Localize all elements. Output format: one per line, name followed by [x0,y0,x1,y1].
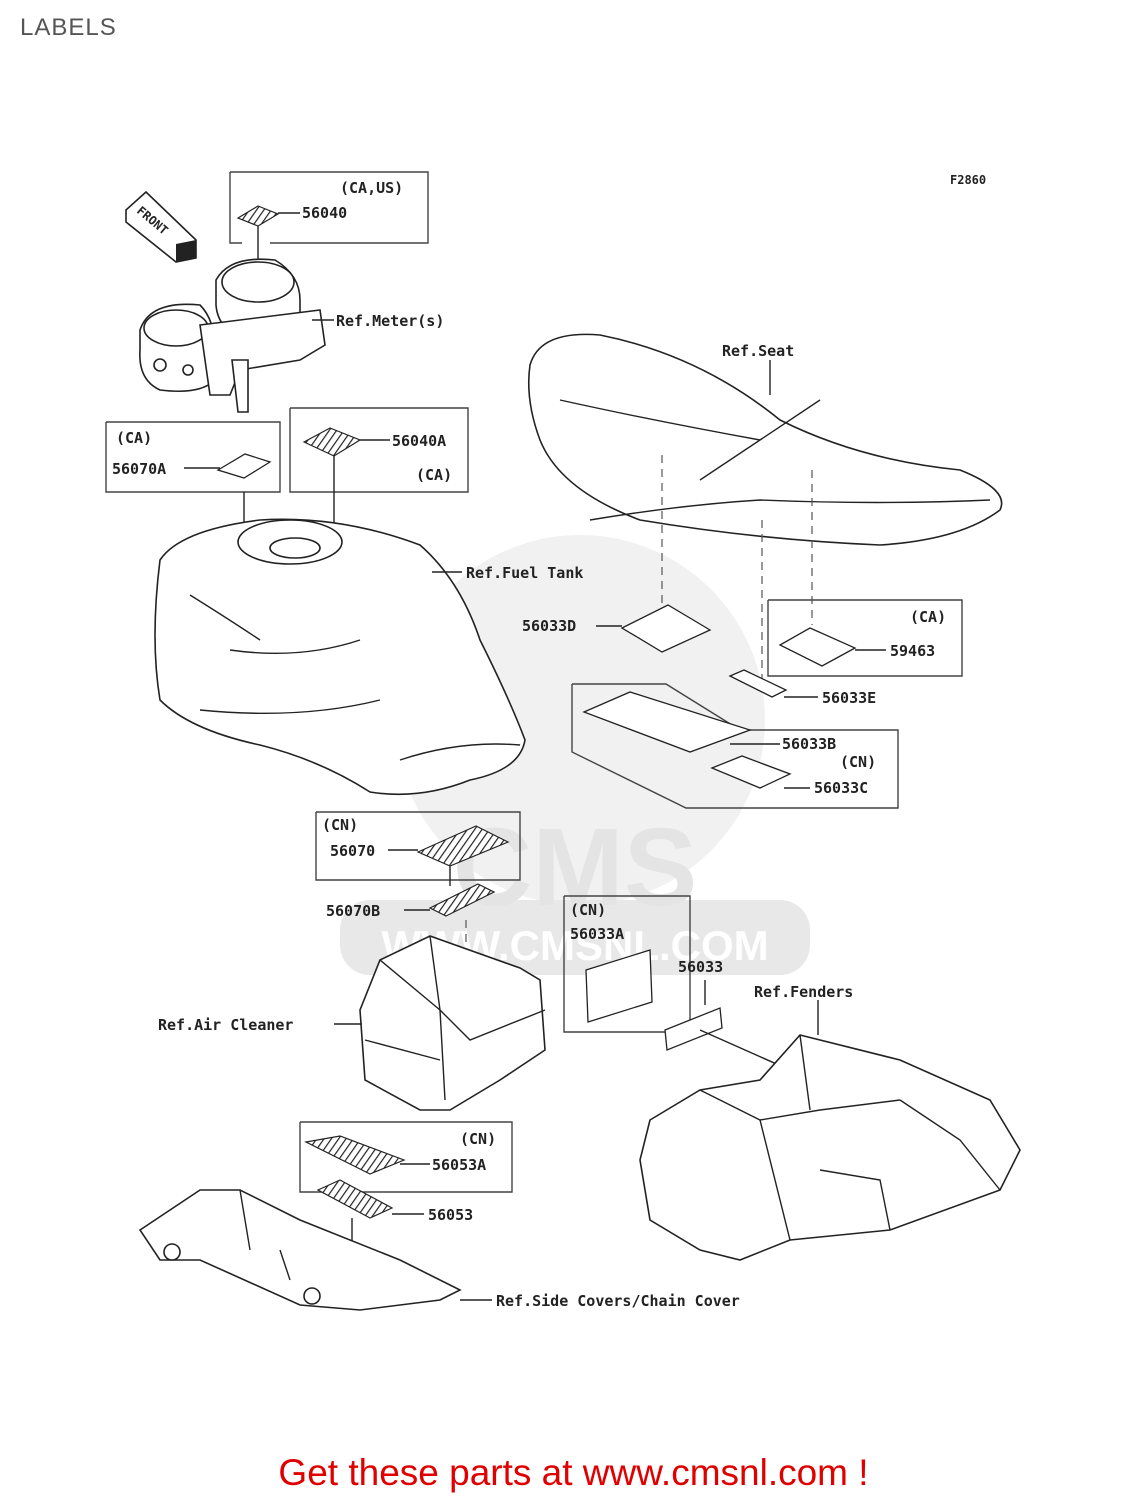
air-cleaner-region: (CN) [322,816,358,834]
ref-fenders: Ref.Fenders [754,983,853,1001]
front-arrow-icon: FRONT [125,190,197,263]
watermark-logo-text: CMS [453,806,697,929]
chain-cover-region: (CN) [460,1130,496,1148]
part-56070A: 56070A [112,460,166,478]
part-56033D: 56033D [522,617,576,635]
part-56033C: 56033C [814,779,868,797]
seat-lower-label-group: 56033B (CN) 56033C [571,683,899,809]
part-56053A: 56053A [432,1156,486,1174]
part-56070: 56070 [330,842,375,860]
fender-label-group: (CN) 56033A [563,895,691,1033]
ref-air-cleaner: Ref.Air Cleaner [158,1016,293,1034]
chain-cover-drawing [138,1189,462,1311]
seat-region: (CA) [910,608,946,626]
fuel-tank-drawing [154,518,526,796]
fuel-tank-right-region: (CA) [416,466,452,484]
part-56040: 56040 [302,204,347,222]
fender-region: (CN) [570,901,606,919]
air-cleaner-drawing [359,935,546,1111]
fuel-tank-left-region: (CA) [116,429,152,447]
fuel-tank-right-label-group: 56040A (CA) [289,407,469,572]
seat-lower-region: (CN) [840,753,876,771]
part-56033B: 56033B [782,735,836,753]
part-56070B: 56070B [326,902,380,920]
ref-seat: Ref.Seat [722,342,794,360]
seat-label-group: (CA) 59463 [767,599,963,677]
ref-meters: Ref.Meter(s) [336,312,444,330]
part-56033E: 56033E [822,689,876,707]
ref-fuel-tank: Ref.Fuel Tank [466,564,583,582]
page-title: LABELS [20,14,117,41]
fuel-tank-left-label-group: (CA) 56070A [105,421,281,528]
part-56033A: 56033A [570,925,624,943]
meter-region: (CA,US) [340,179,403,197]
part-56040A: 56040A [392,432,446,450]
seat-drawing [527,333,1003,546]
figure-code: F2860 [950,173,986,187]
meters-drawing [139,258,326,413]
label-56033-shape [664,1007,723,1051]
part-56033: 56033 [678,958,723,976]
chain-cover-label-group: (CN) 56053A [299,1121,513,1193]
label-56053-shape [316,1179,394,1219]
part-56053: 56053 [428,1206,473,1224]
part-59463: 59463 [890,642,935,660]
air-cleaner-label-group: (CN) 56070 [315,811,521,886]
label-56070B-shape [428,883,496,917]
label-56033E-shape [728,669,788,698]
label-56033D-shape [620,604,712,653]
meter-label-group: (CA,US) 56040 [229,171,429,300]
footer-promo-text: Get these parts at www.cmsnl.com ! [278,1452,869,1493]
fenders-drawing [639,1034,1021,1261]
ref-side-covers: Ref.Side Covers/Chain Cover [496,1292,740,1310]
